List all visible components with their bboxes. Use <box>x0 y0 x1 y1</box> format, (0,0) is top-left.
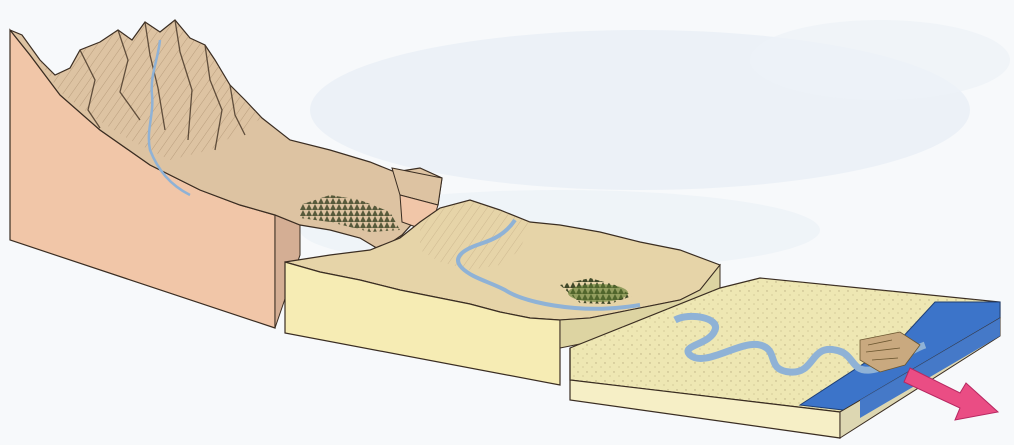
valley-trees <box>568 284 628 302</box>
